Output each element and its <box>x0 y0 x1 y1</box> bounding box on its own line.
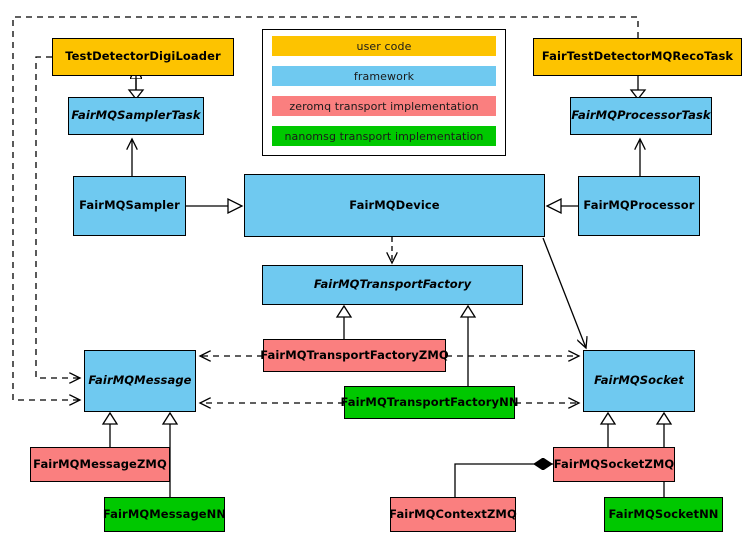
class-node-testdetectordigiloader[interactable]: TestDetectorDigiLoader <box>52 38 234 76</box>
legend-item-nanomsg: nanomsg transport implementation <box>272 126 496 146</box>
edge-device-socket <box>542 237 586 348</box>
class-node-fairmqsocketzmq[interactable]: FairMQSocketZMQ <box>553 447 675 482</box>
class-node-fairmqmessagezmq[interactable]: FairMQMessageZMQ <box>30 447 170 482</box>
class-node-label: FairMQProcessor <box>583 198 695 213</box>
class-node-label: FairMQSampler <box>79 198 180 213</box>
legend-item-label: framework <box>353 69 415 83</box>
edge-contextzmq-socketzmq <box>454 464 553 497</box>
class-node-label: FairMQSocket <box>594 373 684 388</box>
class-node-label: FairMQTransportFactory <box>313 277 472 292</box>
legend-item-label: zeromq transport implementation <box>289 99 479 113</box>
class-node-fairmqtransportfactory[interactable]: FairMQTransportFactory <box>262 265 523 305</box>
edge-messagenn-message-head <box>161 411 179 425</box>
edge-processor-device-head <box>545 197 562 215</box>
legend-item-framework: framework <box>272 66 496 86</box>
class-node-label: FairMQTransportFactoryZMQ <box>260 347 449 362</box>
legend-item-label: nanomsg transport implementation <box>284 129 484 143</box>
edge-sampler-device-head <box>227 197 244 215</box>
legend-item-zeromq: zeromq transport implementation <box>272 96 496 116</box>
class-node-label: FairMQDevice <box>349 197 440 212</box>
edge-socketzmq-socket-head <box>599 411 617 425</box>
class-node-label: FairMQMessageNN <box>102 506 227 521</box>
edge-tfnn-tf-head <box>459 304 477 318</box>
legend-item-label: user code <box>356 39 412 53</box>
class-node-label: FairMQSamplerTask <box>71 108 201 123</box>
class-node-label: FairMQMessageZMQ <box>33 456 167 471</box>
class-node-label: FairMQProcessorTask <box>571 108 711 123</box>
class-node-fairmqtransportfactoryzmq[interactable]: FairMQTransportFactoryZMQ <box>260 339 449 372</box>
class-node-fairmqsocket[interactable]: FairMQSocket <box>583 350 695 412</box>
class-node-fairmqprocessor[interactable]: FairMQProcessor <box>578 176 700 236</box>
class-node-label: FairMQSocketNN <box>608 506 719 521</box>
class-node-fairmqsampler[interactable]: FairMQSampler <box>73 176 186 236</box>
class-node-fairmqprocessortask[interactable]: FairMQProcessorTask <box>570 97 712 135</box>
class-node-fairmqmessagenn[interactable]: FairMQMessageNN <box>102 497 227 532</box>
class-node-fairmqsocketnn[interactable]: FairMQSocketNN <box>604 497 723 532</box>
edge-messagezmq-message-head <box>101 411 119 425</box>
class-node-label: FairMQTransportFactoryNN <box>340 394 519 409</box>
class-node-label: FairMQSocketZMQ <box>553 456 675 471</box>
class-node-label: FairTestDetectorMQRecoTask <box>541 49 734 64</box>
class-node-fairmqtransportfactorynn[interactable]: FairMQTransportFactoryNN <box>340 386 518 419</box>
class-node-fairmqdevice[interactable]: FairMQDevice <box>244 174 545 237</box>
class-node-fairmqcontextzmq[interactable]: FairMQContextZMQ <box>389 497 517 532</box>
legend-item-user-code: user code <box>272 36 496 56</box>
class-node-label: FairMQContextZMQ <box>389 506 517 521</box>
class-node-fairtestdetectormqrecotask[interactable]: FairTestDetectorMQRecoTask <box>533 38 742 76</box>
edge-tfzmq-tf-head <box>335 304 353 318</box>
class-node-fairmqmessage[interactable]: FairMQMessage <box>84 350 196 412</box>
class-node-label: FairMQMessage <box>88 373 192 388</box>
class-node-fairmqsamplertask[interactable]: FairMQSamplerTask <box>68 97 204 135</box>
class-node-label: TestDetectorDigiLoader <box>65 49 221 64</box>
edge-socketnn-socket-head <box>655 411 673 425</box>
